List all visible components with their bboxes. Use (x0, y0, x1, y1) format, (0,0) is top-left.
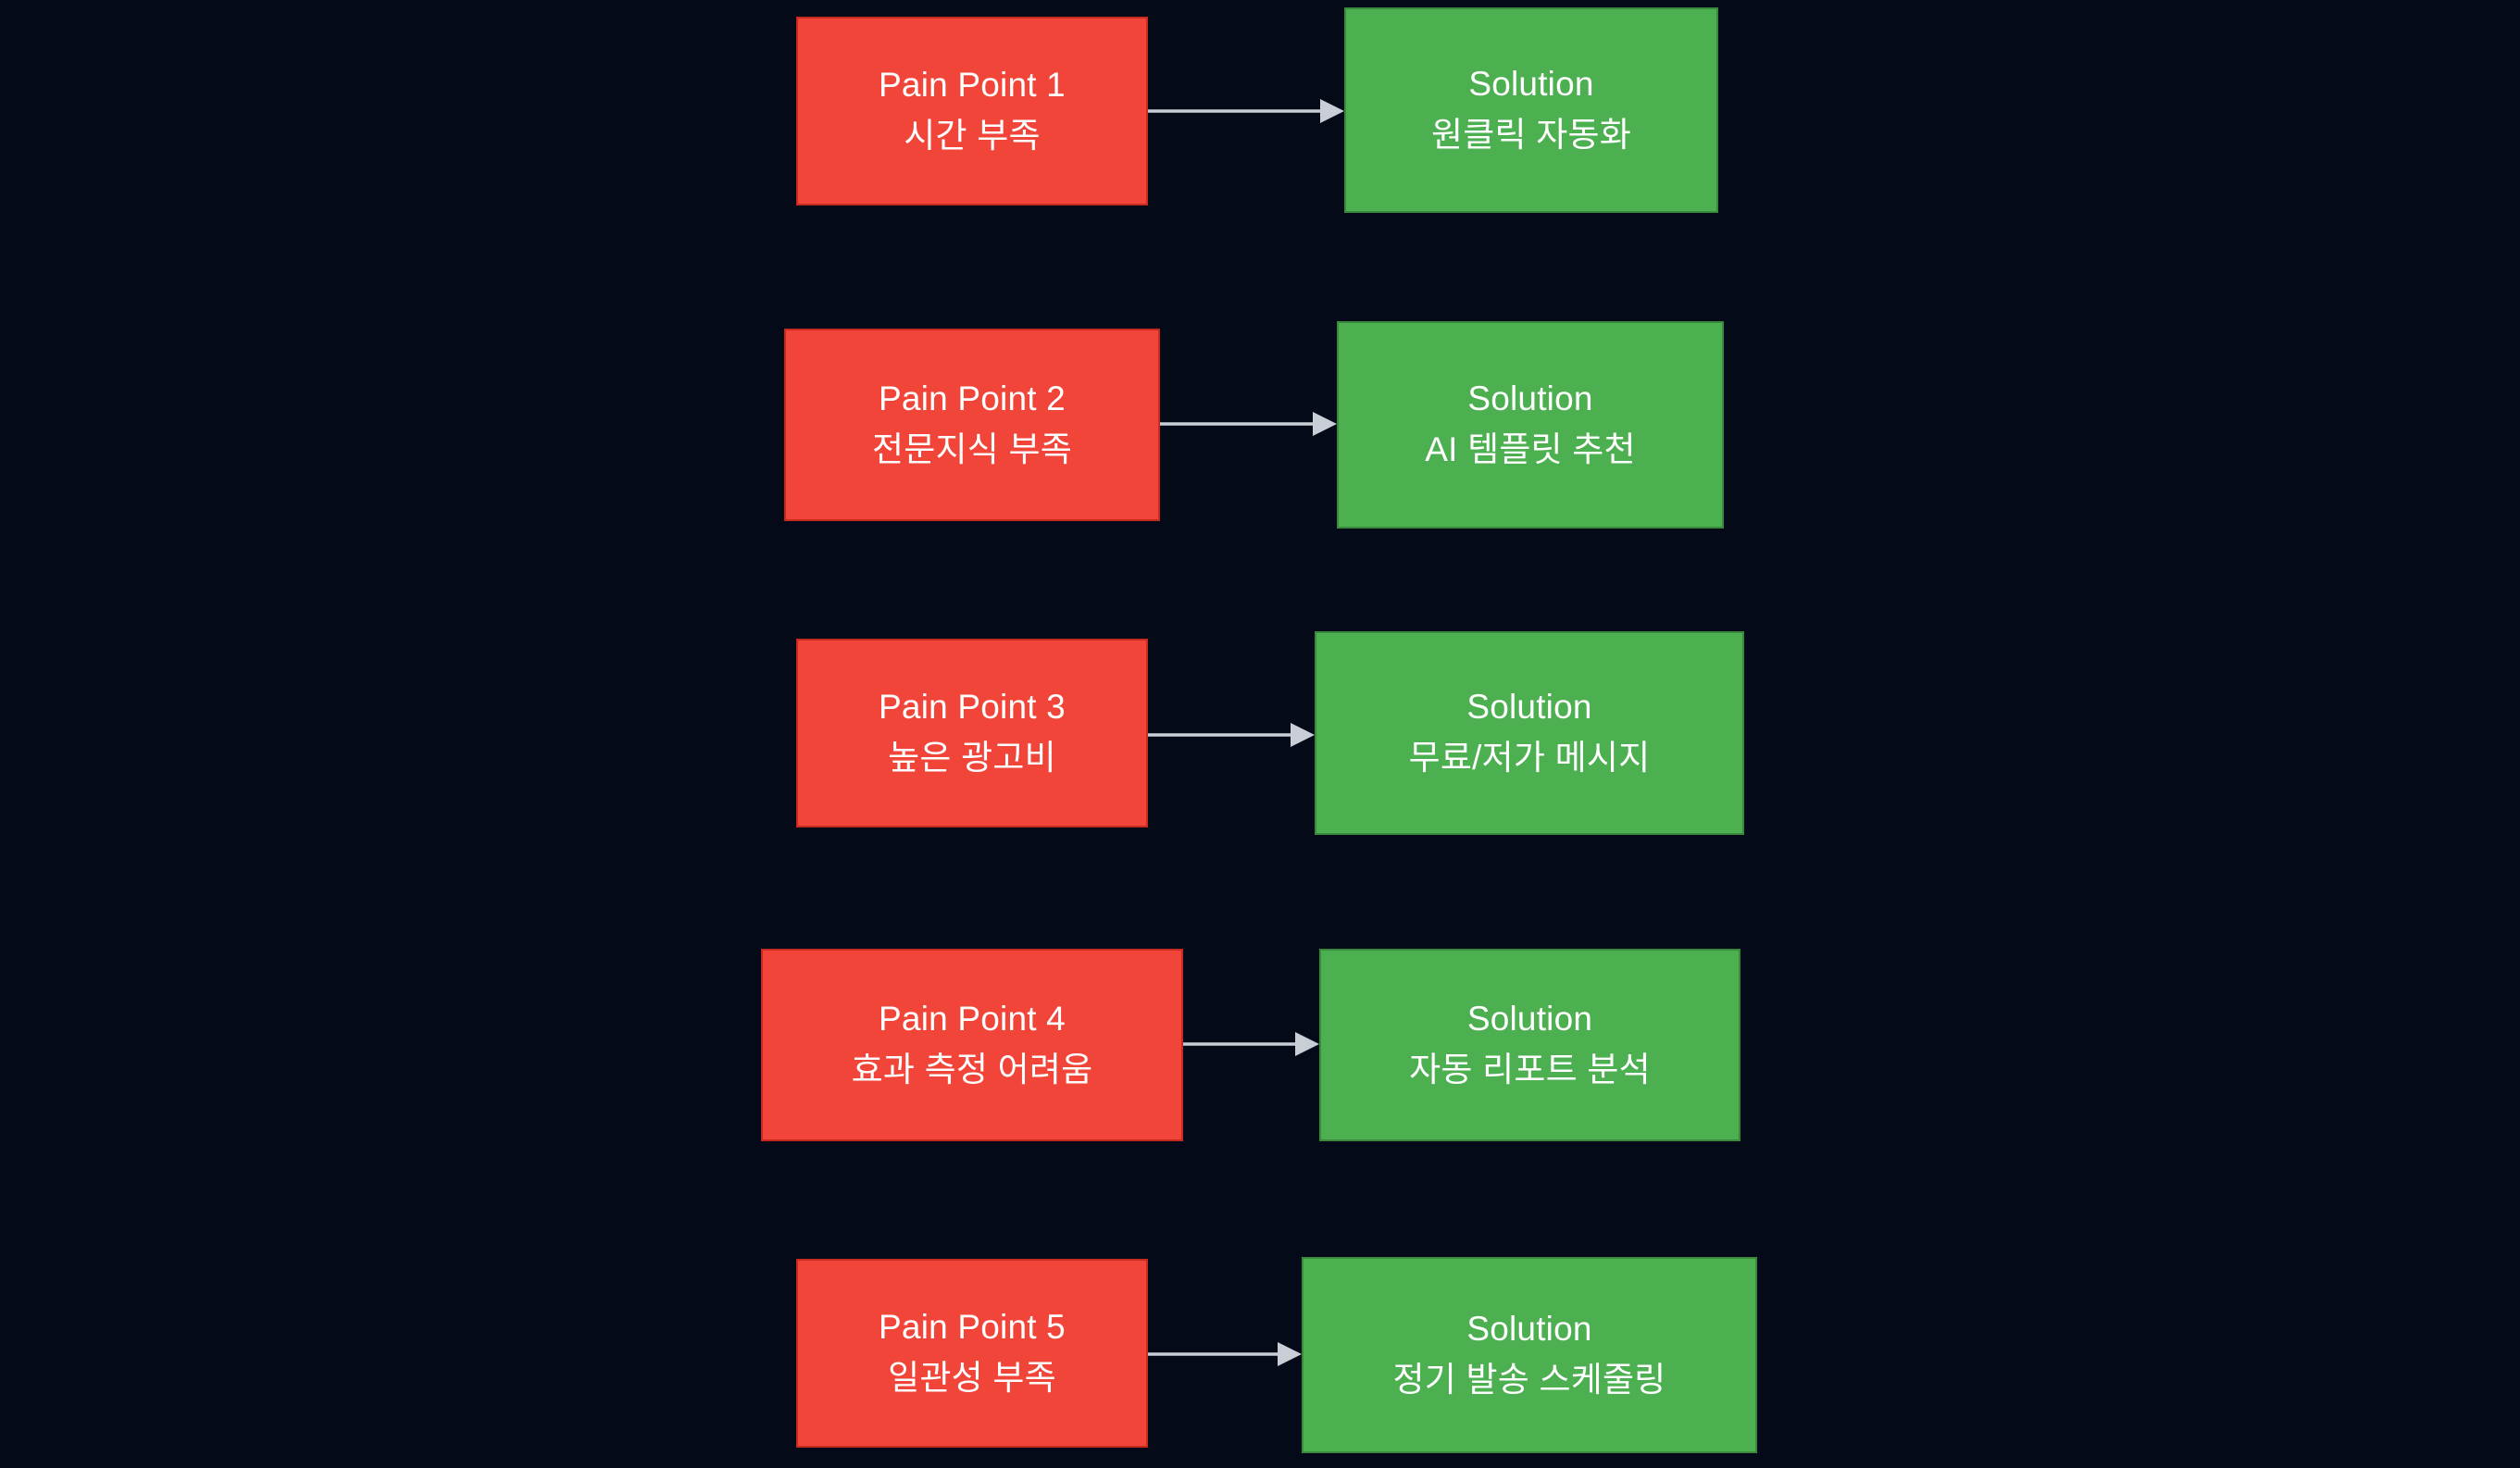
pain-point-node[interactable]: Pain Point 1 시간 부족 (796, 17, 1148, 205)
solution-title: Solution (1466, 688, 1592, 727)
flow-arrow (1129, 93, 1363, 130)
pain-point-subtitle: 효과 측정 어려움 (851, 1051, 1093, 1089)
arrow-head-icon (1295, 1032, 1319, 1056)
flow-arrow (1141, 405, 1355, 442)
solution-title: Solution (1468, 65, 1594, 104)
pain-point-title: Pain Point 4 (879, 1000, 1066, 1039)
arrow-head-icon (1291, 723, 1315, 747)
solution-node[interactable]: Solution AI 템플릿 추천 (1337, 321, 1724, 529)
arrow-head-icon (1278, 1342, 1302, 1366)
flow-arrow (1129, 716, 1333, 753)
arrow-head-icon (1313, 412, 1337, 436)
solution-subtitle: 원클릭 자동화 (1431, 116, 1631, 154)
solution-title: Solution (1466, 1000, 1593, 1039)
pain-point-title: Pain Point 5 (879, 1308, 1066, 1347)
pain-point-subtitle: 일관성 부족 (888, 1359, 1056, 1397)
pain-point-subtitle: 높은 광고비 (888, 739, 1056, 777)
solution-subtitle: 무료/저가 메시지 (1408, 739, 1651, 777)
solution-node[interactable]: Solution 자동 리포트 분석 (1319, 949, 1740, 1141)
solution-node[interactable]: Solution 원클릭 자동화 (1344, 7, 1718, 213)
solution-node[interactable]: Solution 정기 발송 스케줄링 (1302, 1257, 1757, 1453)
solution-subtitle: 정기 발송 스케줄링 (1392, 1361, 1666, 1399)
solution-title: Solution (1467, 379, 1593, 418)
pain-point-title: Pain Point 2 (879, 379, 1066, 418)
solution-title: Solution (1466, 1310, 1592, 1349)
solution-node[interactable]: Solution 무료/저가 메시지 (1315, 631, 1744, 835)
solution-subtitle: 자동 리포트 분석 (1409, 1051, 1651, 1089)
flow-arrow (1165, 1026, 1338, 1063)
pain-point-node[interactable]: Pain Point 2 전문지식 부족 (784, 329, 1160, 521)
pain-point-node[interactable]: Pain Point 3 높은 광고비 (796, 639, 1148, 827)
pain-point-subtitle: 전문지식 부족 (872, 430, 1072, 468)
arrow-head-icon (1320, 99, 1344, 123)
pain-point-node[interactable]: Pain Point 5 일관성 부족 (796, 1259, 1148, 1448)
pain-point-node[interactable]: Pain Point 4 효과 측정 어려움 (761, 949, 1183, 1141)
solution-subtitle: AI 템플릿 추천 (1425, 430, 1636, 468)
pain-point-subtitle: 시간 부족 (904, 117, 1041, 155)
pain-point-title: Pain Point 1 (879, 66, 1066, 105)
pain-point-title: Pain Point 3 (879, 688, 1066, 727)
flow-arrow (1129, 1336, 1320, 1373)
